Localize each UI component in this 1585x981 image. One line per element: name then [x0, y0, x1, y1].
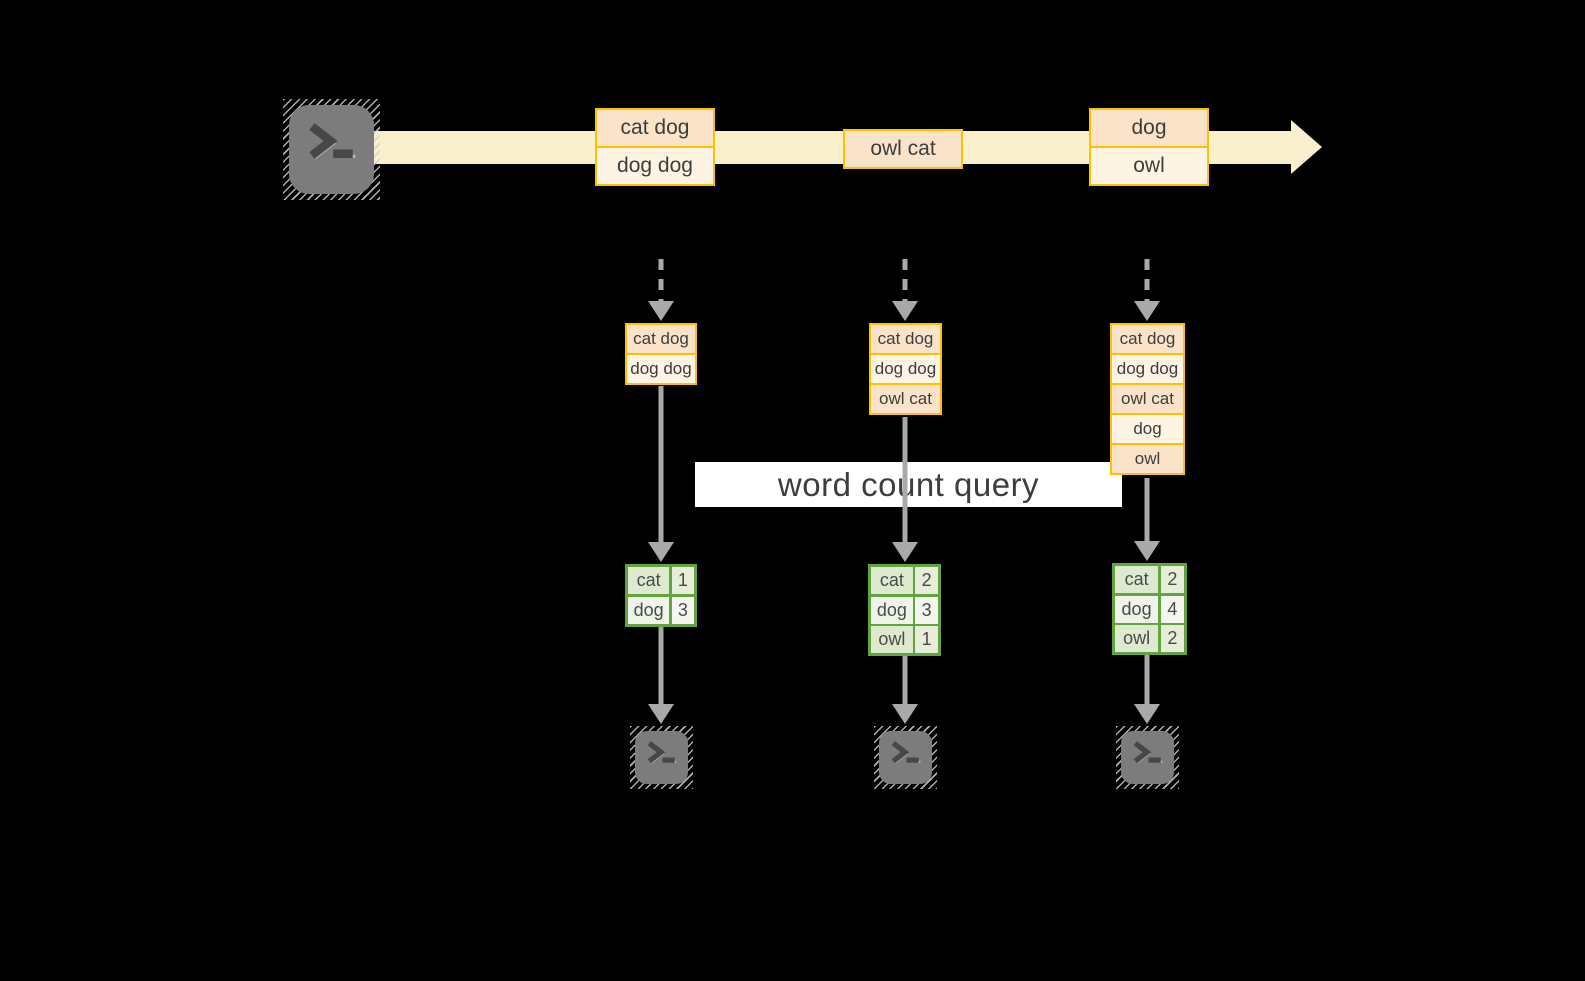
stream-arrowhead-icon — [1291, 120, 1322, 174]
stream-event: dog dog — [597, 146, 713, 184]
terminal-prompt-icon — [1133, 741, 1163, 764]
word-cell: dog — [1115, 595, 1159, 623]
terminal-prompt-icon — [309, 123, 356, 160]
buffer-row: cat dog — [627, 325, 695, 353]
arrow-stem — [902, 656, 908, 706]
terminal-prompt-icon — [891, 741, 921, 764]
buffer-row: dog dog — [627, 353, 695, 383]
terminal-body — [1121, 731, 1174, 784]
arrowhead-icon — [648, 704, 674, 724]
arrow-stem — [1144, 478, 1150, 543]
dashed-arrow-stem — [902, 259, 908, 301]
buffer-row: owl cat — [871, 383, 940, 413]
buffer-stack-3: cat dog dog dog owl cat dog owl — [1110, 323, 1185, 475]
count-cell: 2 — [1160, 625, 1184, 652]
arrow-stem — [658, 626, 664, 706]
buffer-stack-2: cat dog dog dog owl cat — [869, 323, 942, 415]
buffer-row: dog dog — [1112, 353, 1183, 383]
word-cell: cat — [628, 567, 670, 594]
output-terminal-icon-2 — [874, 726, 937, 789]
word-cell: cat — [1115, 566, 1159, 593]
count-table-3: cat 2 dog 4 owl 2 — [1112, 563, 1187, 655]
terminal-body — [289, 105, 374, 194]
count-table-2: cat 2 dog 3 owl 1 — [868, 564, 941, 656]
dashed-arrowhead-icon — [1134, 301, 1160, 321]
arrow-stem — [658, 386, 664, 544]
query-banner: word count query — [695, 462, 1122, 507]
stream-event-group-1: cat dog dog dog — [595, 108, 715, 186]
count-cell: 2 — [1160, 566, 1184, 593]
arrowhead-icon — [648, 542, 674, 562]
terminal-prompt-icon — [647, 741, 677, 764]
terminal-body — [879, 731, 932, 784]
stream-event: dog — [1091, 110, 1207, 146]
source-terminal-icon — [283, 99, 380, 200]
count-cell: 1 — [671, 567, 694, 594]
buffer-row: dog — [1112, 413, 1183, 443]
word-cell: cat — [871, 567, 913, 594]
output-terminal-icon-1 — [630, 726, 693, 789]
stream-event: owl cat — [845, 131, 961, 167]
arrowhead-icon — [1134, 541, 1160, 561]
buffer-stack-1: cat dog dog dog — [625, 323, 697, 385]
stream-event-group-2: owl cat — [843, 129, 963, 169]
count-cell: 4 — [1160, 595, 1184, 623]
buffer-row: cat dog — [871, 325, 940, 353]
dashed-arrow-stem — [1144, 259, 1150, 301]
count-cell: 1 — [915, 626, 938, 653]
word-cell: dog — [871, 596, 913, 624]
stream-event: owl — [1091, 146, 1207, 184]
arrowhead-icon — [892, 542, 918, 562]
dashed-arrowhead-icon — [648, 301, 674, 321]
count-cell: 2 — [915, 567, 938, 594]
count-cell: 3 — [915, 596, 938, 624]
output-terminal-icon-3 — [1116, 726, 1179, 789]
arrowhead-icon — [892, 704, 918, 724]
word-cell: owl — [1115, 625, 1159, 652]
arrowhead-icon — [1134, 704, 1160, 724]
arrow-stem — [902, 417, 908, 544]
query-banner-label: word count query — [777, 465, 1040, 503]
buffer-row: owl cat — [1112, 383, 1183, 413]
buffer-row: cat dog — [1112, 325, 1183, 353]
stream-event: cat dog — [597, 110, 713, 146]
arrow-stem — [1144, 655, 1150, 706]
count-table-1: cat 1 dog 3 — [625, 564, 697, 627]
count-cell: 3 — [671, 596, 694, 624]
word-cell: owl — [871, 626, 913, 653]
word-cell: dog — [628, 596, 670, 624]
stream-event-group-3: dog owl — [1089, 108, 1209, 186]
terminal-body — [635, 731, 688, 784]
dashed-arrow-stem — [658, 259, 664, 301]
buffer-row: owl — [1112, 443, 1183, 473]
buffer-row: dog dog — [871, 353, 940, 383]
dashed-arrowhead-icon — [892, 301, 918, 321]
